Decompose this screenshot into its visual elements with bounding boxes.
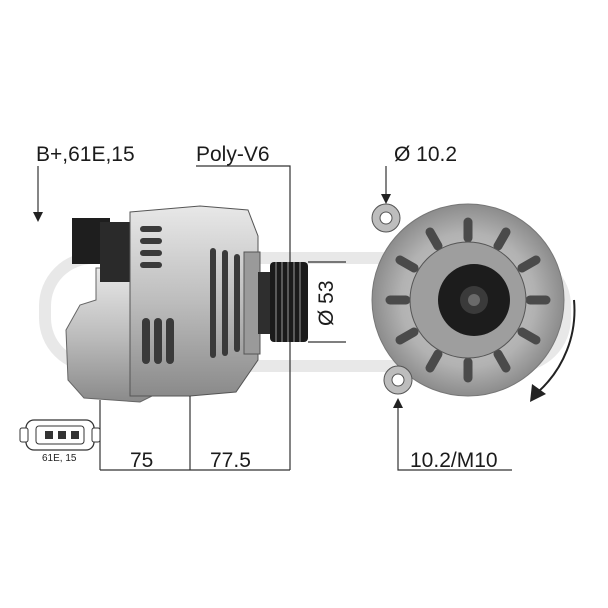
watermark-logo [39,252,571,372]
pulley-type-label: Poly-V6 [196,143,270,166]
pulley-diameter-label: Ø 53 [315,280,338,326]
arrowheads [33,194,403,408]
dimension-right-label: 77.5 [210,449,251,472]
connector-label: 61E, 15 [42,453,77,464]
alternator-front-view [371,203,565,397]
hole-diameter-label: Ø 10.2 [394,143,458,166]
mount-label: 10.2/M10 [410,449,498,472]
dimension-lines [37,165,512,471]
terminal-label: B+,61E,15 [36,143,135,166]
alternator-side-view [65,205,308,403]
dimension-left-label: 75 [130,449,154,472]
connector-plug-icon [19,419,101,451]
rotation-arrow-icon [530,299,576,402]
pulley [270,262,308,342]
